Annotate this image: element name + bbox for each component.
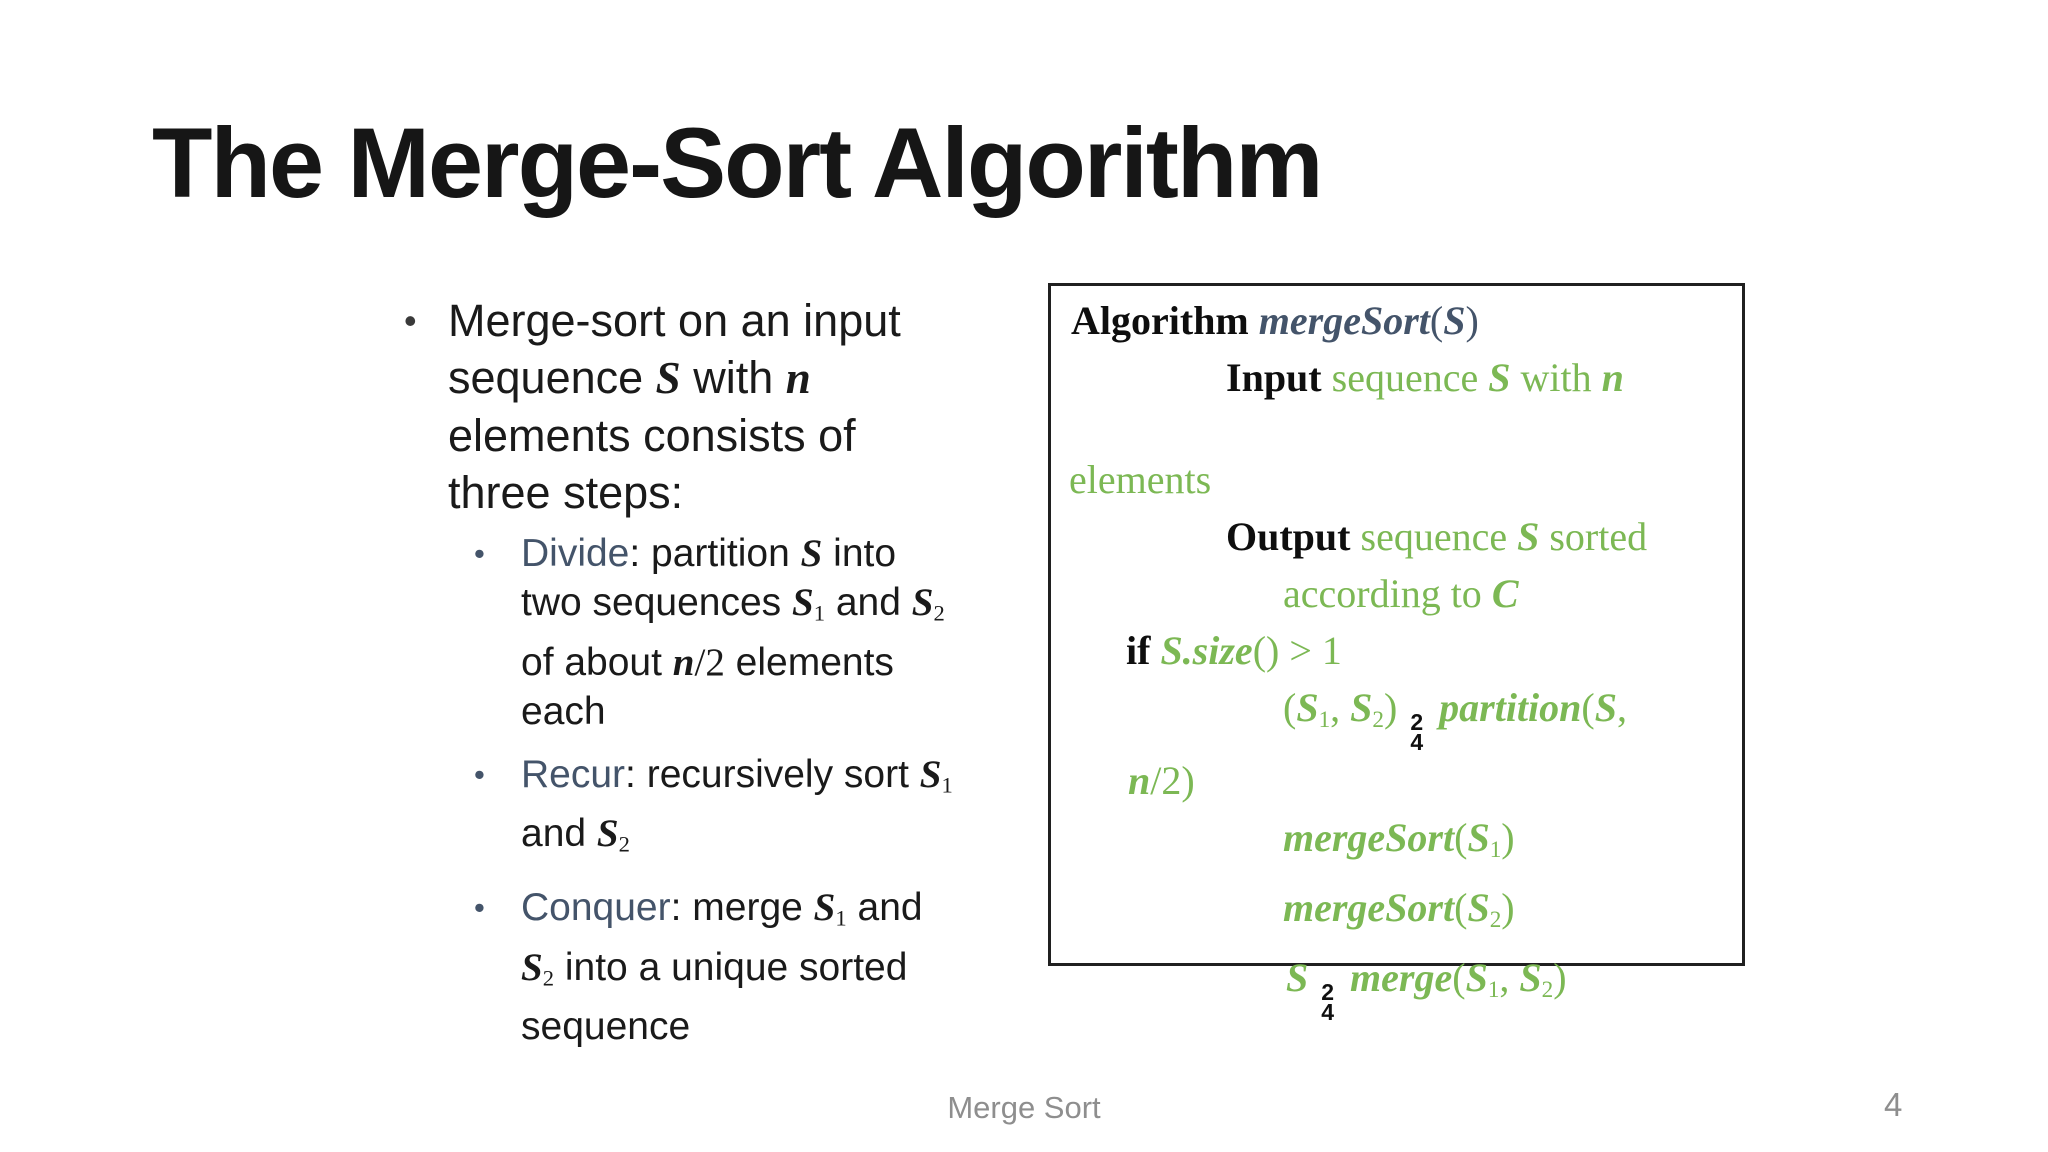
algorithm-line: elements: [1069, 457, 1212, 502]
sub-bullet-item: • Divide: partition S into two sequences S…: [474, 529, 1104, 736]
bullet-item: • Merge-sort on an input sequence S with n…: [404, 292, 1104, 521]
text-line: two sequences S1 and S2: [521, 581, 945, 626]
bullet-text: Divide: partition S into two sequences S1…: [521, 529, 1104, 736]
footer-title: Merge Sort: [947, 1090, 1101, 1125]
bullet-icon: •: [474, 756, 485, 792]
algorithm-line: mergeSort(S2): [1283, 884, 1515, 933]
page-number: 4: [1884, 1086, 1903, 1123]
algorithm-line: Input sequence S with n: [1226, 355, 1624, 400]
text-line: of about n/2 elements: [521, 640, 894, 684]
bullet-text: Merge-sort on an input sequence S with n e…: [448, 292, 1104, 521]
text-line: and S2: [521, 812, 630, 857]
bullet-text: Conquer: merge S1 and S2 into a unique so…: [521, 883, 1104, 1051]
text-line: elements consists of: [448, 410, 856, 461]
sub-bullet-item: • Conquer: merge S1 and S2 into a unique s…: [474, 883, 1104, 1051]
text-line: sequence S with n: [448, 352, 811, 403]
bullet-icon: •: [474, 889, 485, 925]
text-line: Merge-sort on an input: [448, 295, 901, 346]
bullet-icon: •: [474, 536, 485, 571]
algorithm-line: Algorithm mergeSort(S): [1071, 298, 1479, 343]
sub-bullet-item: • Recur: recursively sort S1 and S2: [474, 750, 1104, 869]
bullet-icon: •: [404, 300, 417, 341]
text-line: sequence: [521, 1005, 691, 1049]
slide-title: The Merge-Sort Algorithm: [152, 107, 1323, 218]
text-line: S2 into a unique sorted: [521, 945, 908, 991]
text-line: each: [521, 689, 606, 733]
bullet-list: • Merge-sort on an input sequence S with n…: [404, 292, 1104, 1051]
algorithm-line: if S.size() > 1: [1126, 628, 1342, 673]
text-line: Conquer: merge S1 and: [521, 885, 923, 931]
algorithm-line: mergeSort(S1): [1283, 815, 1515, 863]
text-line: Recur: recursively sort S1: [521, 752, 953, 798]
algorithm-box: Algorithm mergeSort(S) Input sequence S w…: [1048, 283, 1745, 1023]
text-line: Divide: partition S into: [521, 532, 897, 575]
bullet-text: Recur: recursively sort S1 and S2: [521, 750, 1104, 869]
algorithm-line: n/2): [1128, 758, 1195, 803]
algorithm-line: according to C: [1283, 571, 1519, 616]
text-line: three steps:: [448, 467, 684, 518]
algorithm-line: Output sequence S sorted: [1226, 514, 1648, 559]
